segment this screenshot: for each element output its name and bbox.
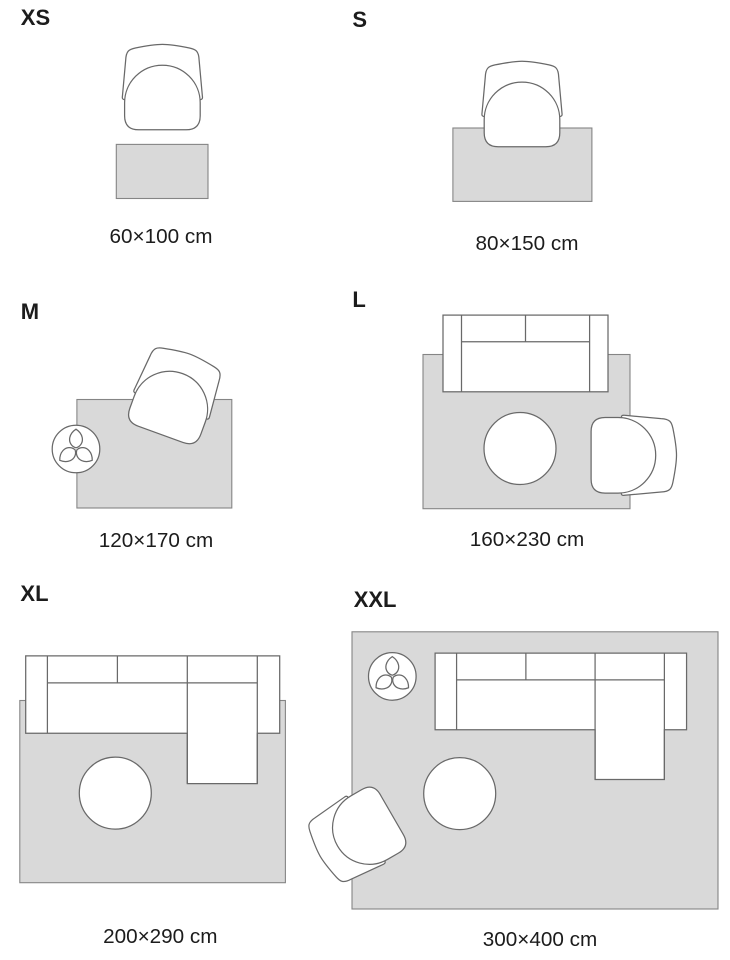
size-caption-l: 160×230 cm bbox=[469, 528, 585, 552]
xs-rug bbox=[115, 143, 209, 200]
size-label-xs: XS bbox=[20, 4, 51, 30]
section-xl-illustration bbox=[19, 655, 286, 884]
l-armchair-icon bbox=[590, 414, 678, 497]
section-xs-illustration bbox=[115, 43, 209, 200]
size-caption-xxl: 300×400 cm bbox=[482, 928, 598, 952]
size-label-l: L bbox=[352, 287, 366, 313]
size-label-xl: XL bbox=[20, 580, 49, 606]
s-armchair-icon bbox=[481, 60, 563, 148]
l-sofa-icon bbox=[442, 314, 609, 393]
xl-table-icon bbox=[78, 756, 152, 830]
size-caption-xs: 60×100 cm bbox=[109, 225, 213, 249]
l-table-icon bbox=[483, 411, 557, 486]
section-m-illustration bbox=[51, 339, 233, 509]
m-plant-icon bbox=[51, 424, 101, 474]
size-label-s: S bbox=[352, 6, 368, 32]
section-l-illustration bbox=[422, 314, 678, 510]
xs-armchair-icon bbox=[121, 43, 204, 131]
xxl-plant-icon bbox=[367, 651, 417, 701]
size-caption-s: 80×150 cm bbox=[475, 231, 579, 255]
size-label-xxl: XXL bbox=[353, 586, 397, 612]
section-s-illustration bbox=[452, 60, 593, 202]
size-caption-m: 120×170 cm bbox=[98, 528, 214, 552]
size-caption-xl: 200×290 cm bbox=[103, 925, 218, 949]
xxl-table-icon bbox=[423, 756, 497, 831]
section-xxl-illustration bbox=[299, 631, 719, 910]
size-label-m: M bbox=[20, 299, 40, 325]
